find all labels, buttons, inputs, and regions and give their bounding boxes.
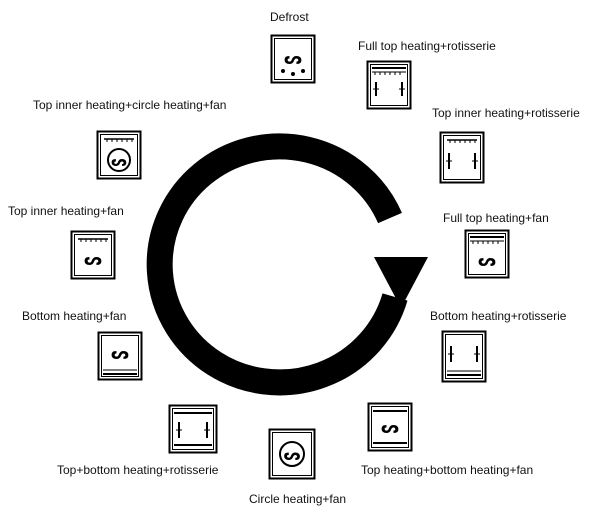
full-top-fan-icon: ᔕ (464, 229, 510, 279)
top-bottom-rotisserie-icon (168, 404, 218, 454)
full-top-rotisserie-icon (366, 60, 412, 110)
bottom-fan-icon: ᔕ (97, 331, 143, 381)
label-bottom-fan: Bottom heating+fan (22, 309, 127, 323)
top-inner-rotisserie-icon (439, 131, 485, 184)
svg-text:ᔕ: ᔕ (284, 49, 302, 68)
label-defrost: Defrost (270, 10, 309, 24)
label-bottom-rotisserie: Bottom heating+rotisserie (430, 309, 567, 323)
svg-text:ᔕ: ᔕ (381, 418, 399, 437)
label-top-bottom-rotisserie: Top+bottom heating+rotisserie (57, 463, 219, 477)
label-top-inner-circle-fan: Top inner heating+circle heating+fan (33, 98, 227, 112)
defrost-icon: ᔕ (270, 34, 316, 84)
top-inner-circle-fan-icon: ᔕ (96, 130, 142, 180)
svg-text:ᔕ: ᔕ (478, 251, 496, 270)
svg-text:ᔕ: ᔕ (111, 154, 127, 170)
bottom-rotisserie-icon (441, 330, 487, 383)
label-top-inner-rotisserie: Top inner heating+rotisserie (432, 106, 580, 120)
svg-text:ᔕ: ᔕ (84, 250, 102, 269)
label-full-top-fan: Full top heating+fan (443, 211, 549, 225)
label-circle-fan: Circle heating+fan (249, 492, 347, 506)
label-full-top-rotisserie: Full top heating+rotisserie (358, 39, 496, 53)
top-bottom-fan-icon: ᔕ (367, 402, 413, 452)
svg-text:ᔕ: ᔕ (283, 446, 300, 464)
label-top-inner-fan: Top inner heating+fan (8, 204, 124, 218)
circle-fan-icon: ᔕ (268, 428, 316, 480)
label-top-bottom-fan: Top heating+bottom heating+fan (361, 463, 534, 477)
top-inner-fan-icon: ᔕ (70, 230, 116, 280)
svg-text:ᔕ: ᔕ (111, 344, 129, 363)
